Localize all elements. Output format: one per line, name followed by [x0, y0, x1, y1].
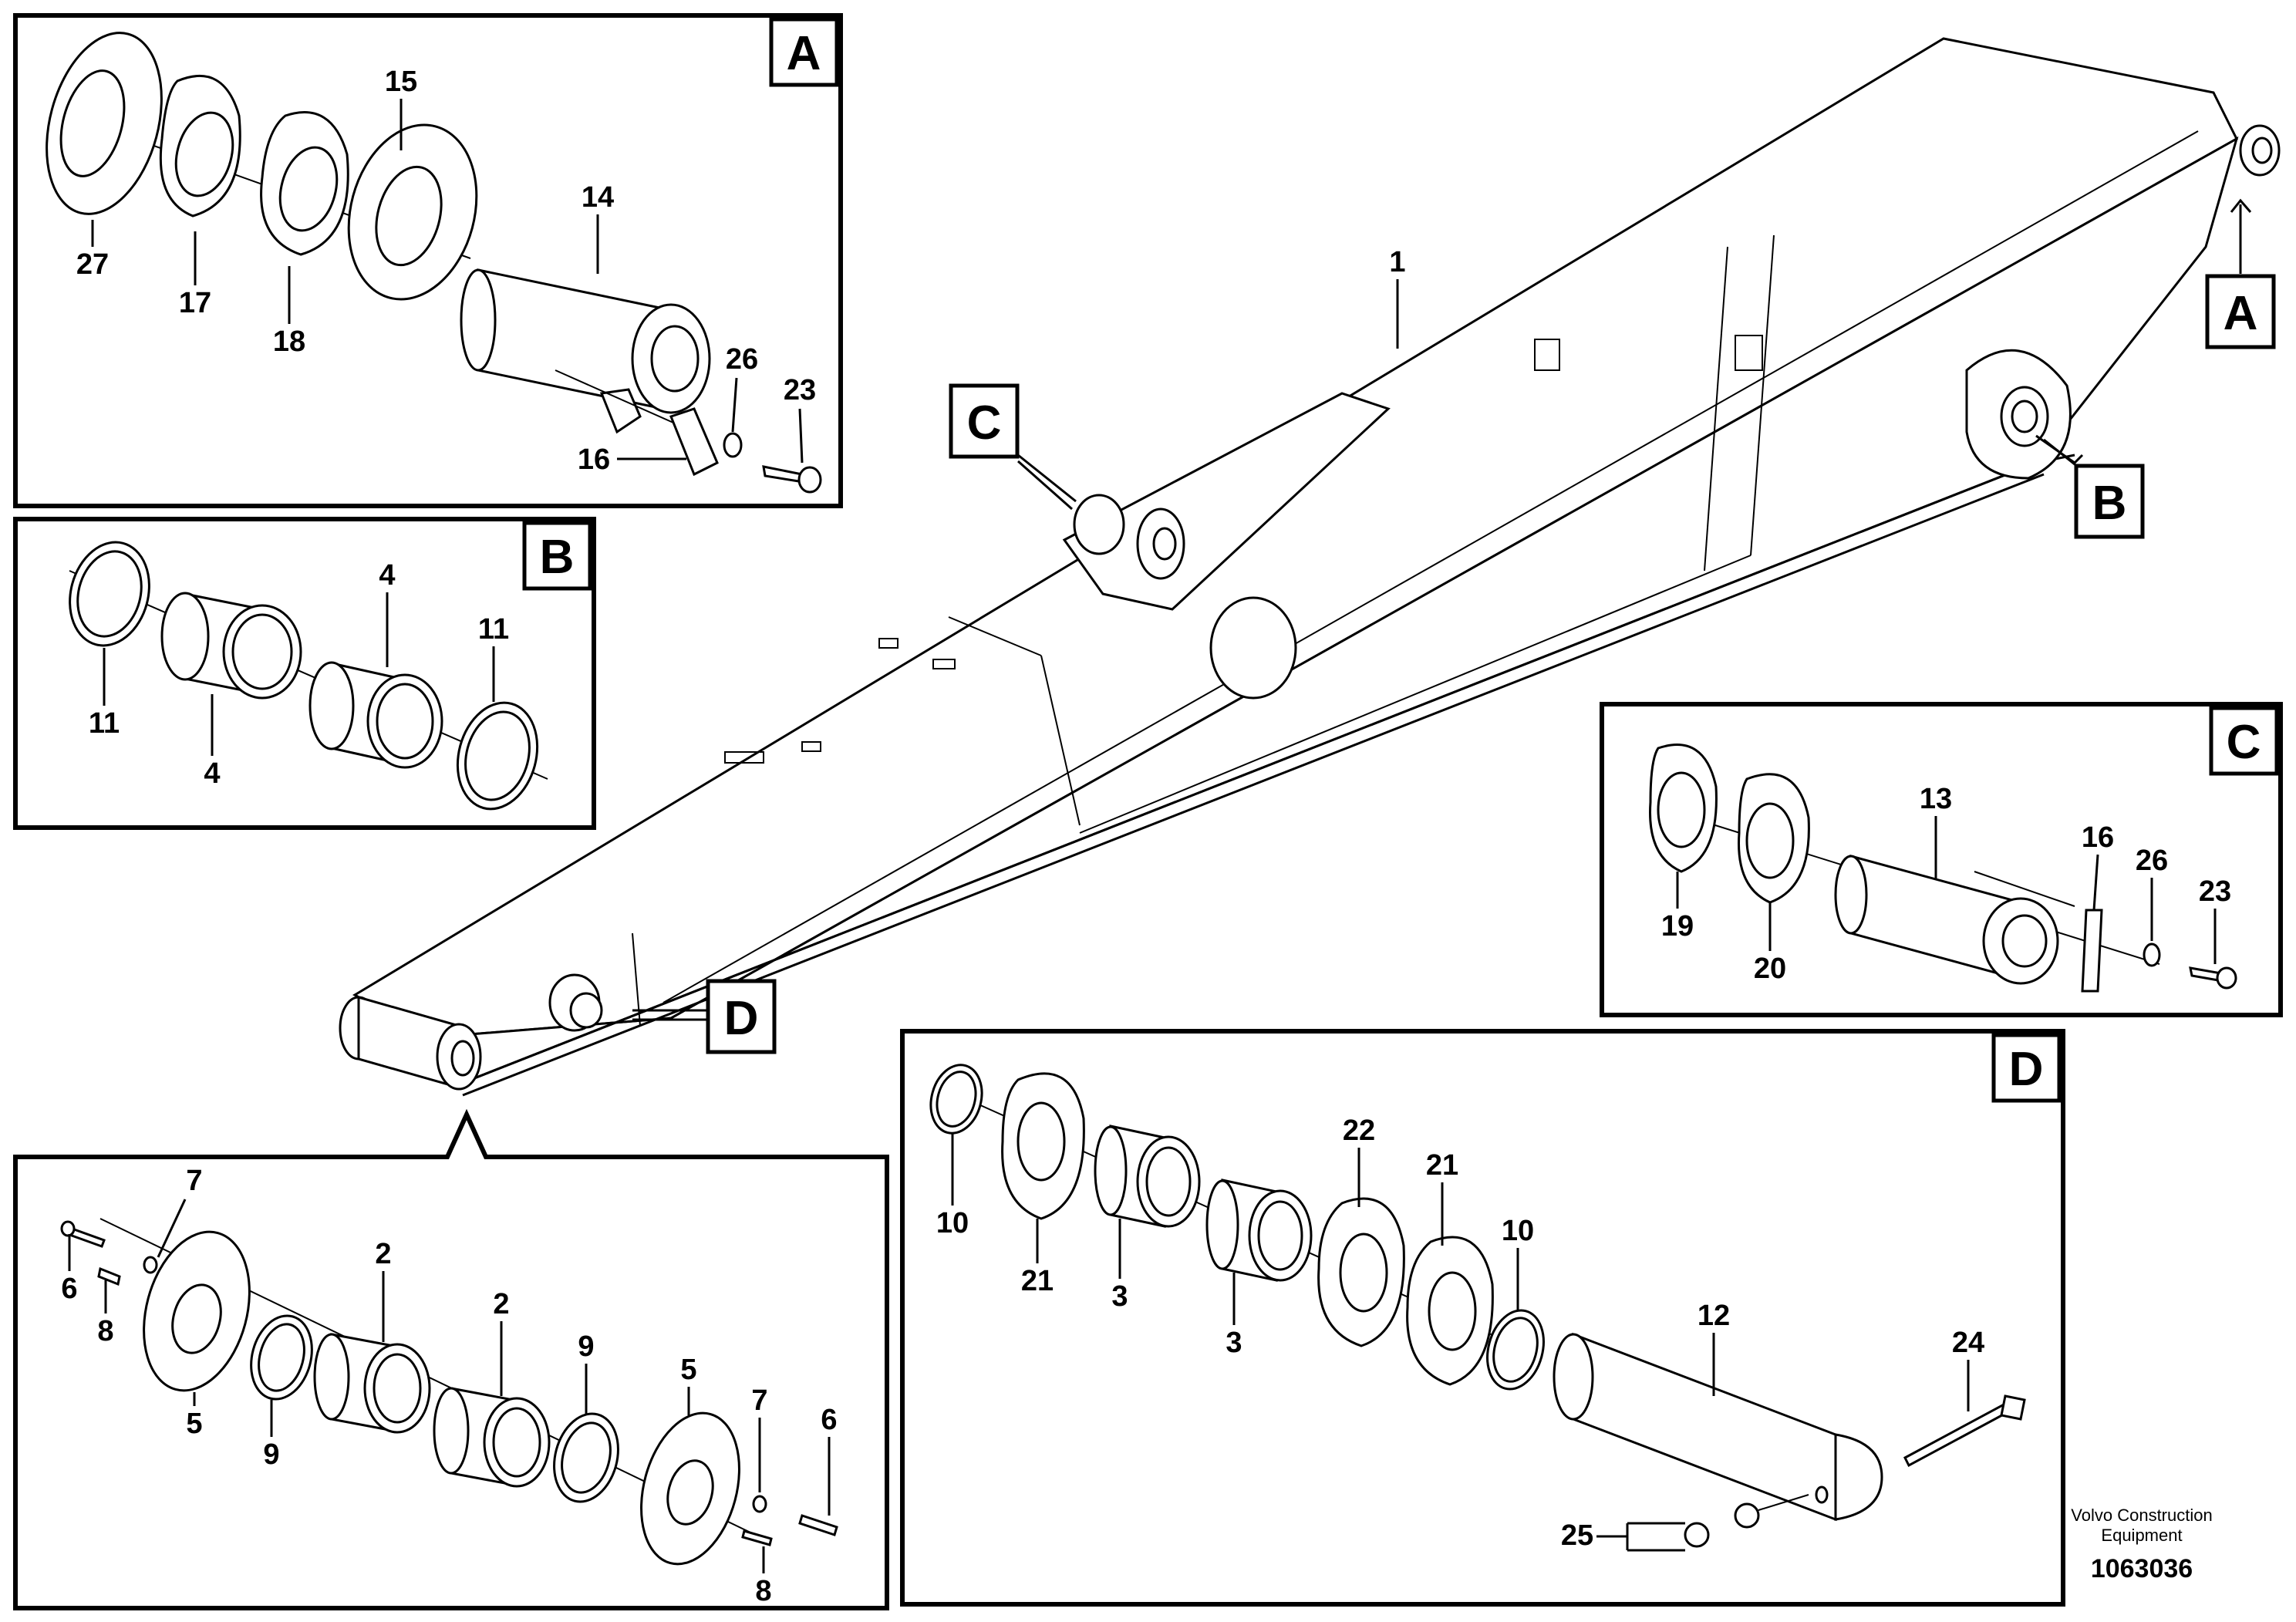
callout-tag-c[interactable]: C: [949, 383, 1077, 511]
a-label-16: 16: [578, 443, 610, 476]
a-label-17: 17: [179, 287, 211, 319]
callout-tag-b[interactable]: B: [2035, 434, 2145, 539]
a-label-26: 26: [726, 343, 758, 376]
foot-label-8-right: 8: [755, 1575, 771, 1607]
inspection-cover: [1209, 596, 1297, 700]
a-label-18: 18: [273, 325, 305, 358]
d-label-10-left: 10: [936, 1207, 969, 1239]
d-label-21-left: 21: [1021, 1265, 1054, 1297]
detail-a-letter: A: [787, 27, 821, 80]
detail-foot-box: 6 7 8 5 9 2 2 9 5 7 6 8: [13, 1108, 889, 1610]
detail-d-box: D: [900, 1029, 2065, 1607]
c-label-19: 19: [1661, 910, 1694, 943]
boom-main-view: 1: [339, 37, 2281, 1097]
a-label-15: 15: [385, 66, 417, 98]
c-label-23: 23: [2199, 875, 2231, 908]
c-label-13: 13: [1920, 783, 1952, 815]
a-label-23: 23: [784, 374, 816, 406]
foot-label-6-left: 6: [61, 1273, 77, 1305]
callout-c-letter: C: [967, 396, 1002, 450]
foot-label-8-left: 8: [97, 1315, 113, 1347]
company-line-2: Equipment: [2101, 1526, 2182, 1545]
detail-a-box: A 27 17 18 15 14 26 23: [13, 13, 843, 508]
b-label-11-left: 11: [89, 707, 120, 740]
c-label-26: 26: [2136, 845, 2168, 877]
b-label-4-right: 4: [379, 559, 395, 592]
callout-b-letter: B: [2092, 477, 2127, 530]
d-label-12: 12: [1698, 1300, 1730, 1332]
b-label-11-right: 11: [478, 613, 509, 646]
foot-label-2-right: 2: [493, 1288, 509, 1320]
foot-label-7-left: 7: [186, 1165, 202, 1197]
detail-c-box: C 19 20 13 16 26 23: [1600, 702, 2283, 1017]
a-label-14: 14: [582, 181, 614, 214]
callout-d-letter: D: [724, 992, 759, 1045]
detail-d-letter: D: [2009, 1043, 2044, 1096]
d-label-3-left: 3: [1111, 1280, 1128, 1313]
d-label-24: 24: [1952, 1327, 1984, 1359]
a-label-27: 27: [76, 248, 109, 281]
foot-label-7-right: 7: [751, 1384, 767, 1417]
d-label-3-right: 3: [1226, 1327, 1242, 1359]
detail-b-box: B 11 4 4 11: [13, 517, 596, 830]
callout-tag-a[interactable]: A: [2205, 198, 2276, 349]
publisher-block: Volvo Construction Equipment 1063036: [2071, 1506, 2212, 1583]
foot-label-6-right: 6: [821, 1404, 837, 1436]
c-label-20: 20: [1754, 953, 1786, 985]
callout-a-letter: A: [2224, 287, 2258, 340]
foot-label-2-left: 2: [375, 1238, 391, 1270]
b-label-4-left: 4: [204, 757, 220, 790]
foot-label-5-right: 5: [680, 1354, 696, 1386]
callout-tag-d[interactable]: D: [632, 979, 777, 1054]
foot-label-5-left: 5: [186, 1408, 202, 1440]
boom-part-number: 1: [1389, 246, 1405, 278]
d-label-10-right: 10: [1502, 1215, 1534, 1247]
d-label-25: 25: [1561, 1519, 1593, 1552]
company-line-1: Volvo Construction: [2071, 1506, 2212, 1525]
document-id: 1063036: [2091, 1554, 2193, 1583]
detail-b-letter: B: [540, 531, 575, 584]
foot-label-9-right: 9: [578, 1330, 594, 1363]
c-label-16: 16: [2082, 821, 2114, 854]
d-label-21-right: 21: [1426, 1149, 1458, 1182]
detail-c-letter: C: [2227, 716, 2261, 769]
foot-label-9-left: 9: [263, 1438, 279, 1471]
d-label-22: 22: [1343, 1114, 1375, 1147]
